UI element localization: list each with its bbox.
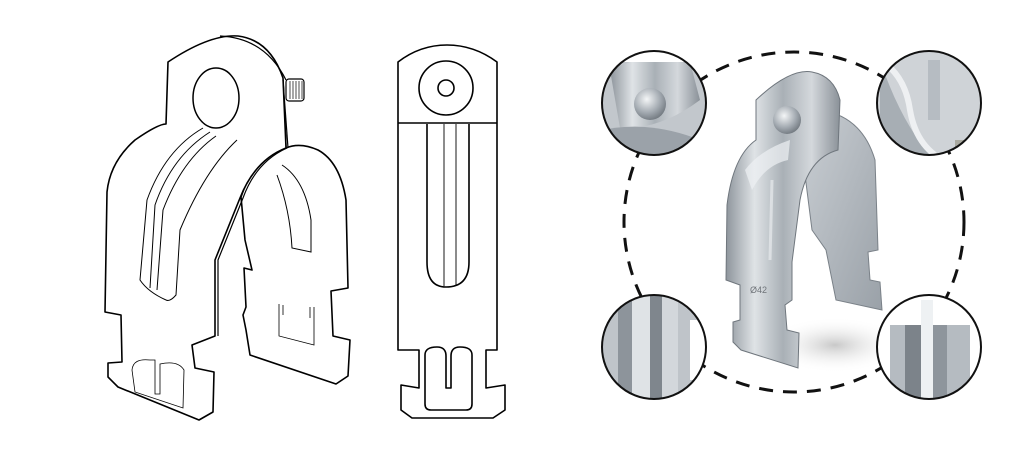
side-drawing bbox=[380, 0, 520, 461]
isometric-drawing bbox=[0, 0, 380, 461]
clamp-side-illustration bbox=[397, 44, 506, 419]
size-stamp: Ø42 bbox=[750, 285, 767, 295]
clamp-isometric-illustration bbox=[104, 35, 351, 421]
clamp-photo-with-callouts: Ø42 bbox=[601, 50, 982, 400]
callout-top-left bbox=[601, 50, 707, 156]
dashed-guide-circle bbox=[622, 50, 966, 394]
product-photo: Ø42 bbox=[590, 0, 1000, 461]
callout-bottom-right bbox=[876, 294, 982, 400]
callout-top-right bbox=[876, 50, 982, 156]
callout-bottom-left bbox=[601, 294, 707, 400]
